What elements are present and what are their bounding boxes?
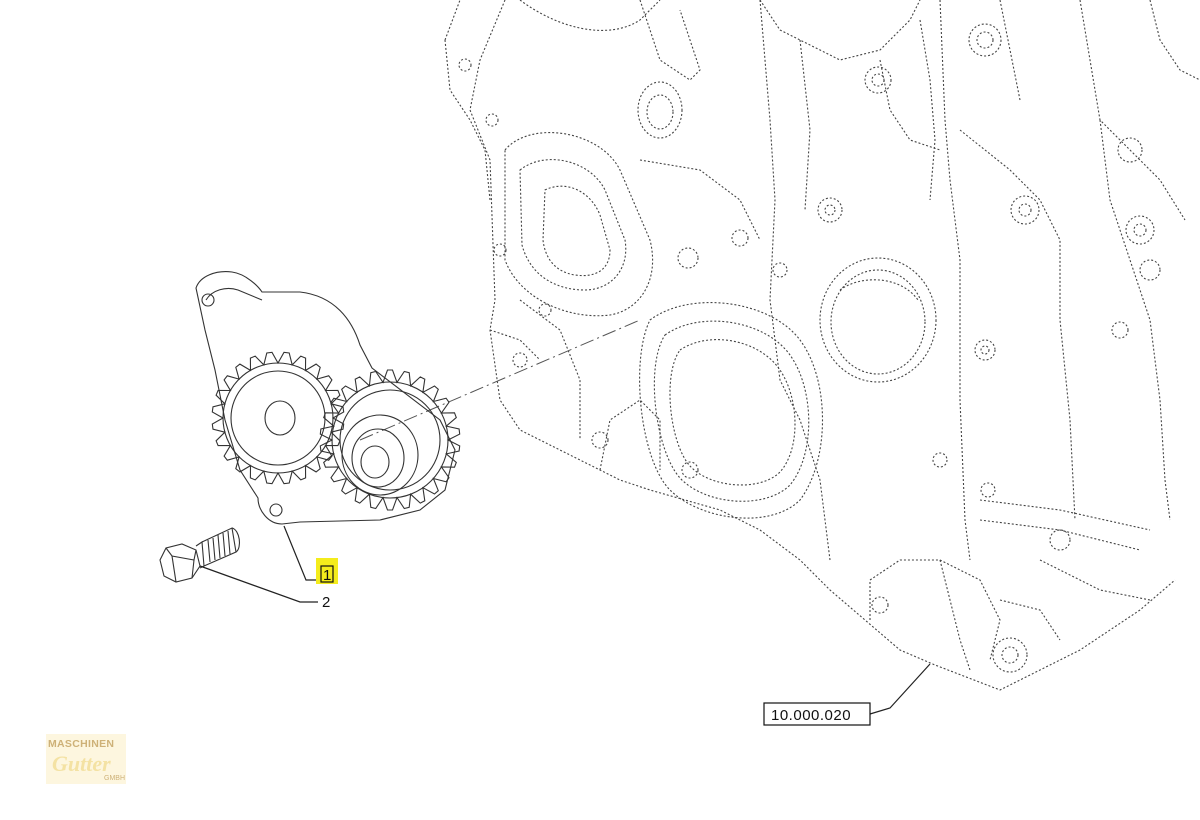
watermark-line3: GMBH <box>104 775 125 782</box>
leader-reference <box>869 663 931 715</box>
flange-bolt <box>159 527 241 583</box>
watermark-line1: MASCHINEN <box>48 738 114 750</box>
watermark-line2: Gutter <box>52 751 111 776</box>
pump-driven-gear <box>319 369 461 511</box>
assembly-axis-line <box>359 319 641 441</box>
callout-2-label[interactable]: 2 <box>322 594 330 611</box>
leader-item-1 <box>283 525 318 581</box>
leader-item-2 <box>199 565 318 603</box>
watermark-logo: MASCHINEN Gutter GMBH <box>46 734 126 784</box>
engine-block <box>444 0 1200 691</box>
reference-label[interactable]: 10.000.020 <box>771 707 851 724</box>
oil-pump <box>195 271 461 525</box>
callout-1-box <box>320 565 334 583</box>
block-bosses <box>458 23 1161 673</box>
callout-1-label[interactable]: 1 <box>323 567 331 584</box>
reference-box <box>763 702 871 726</box>
